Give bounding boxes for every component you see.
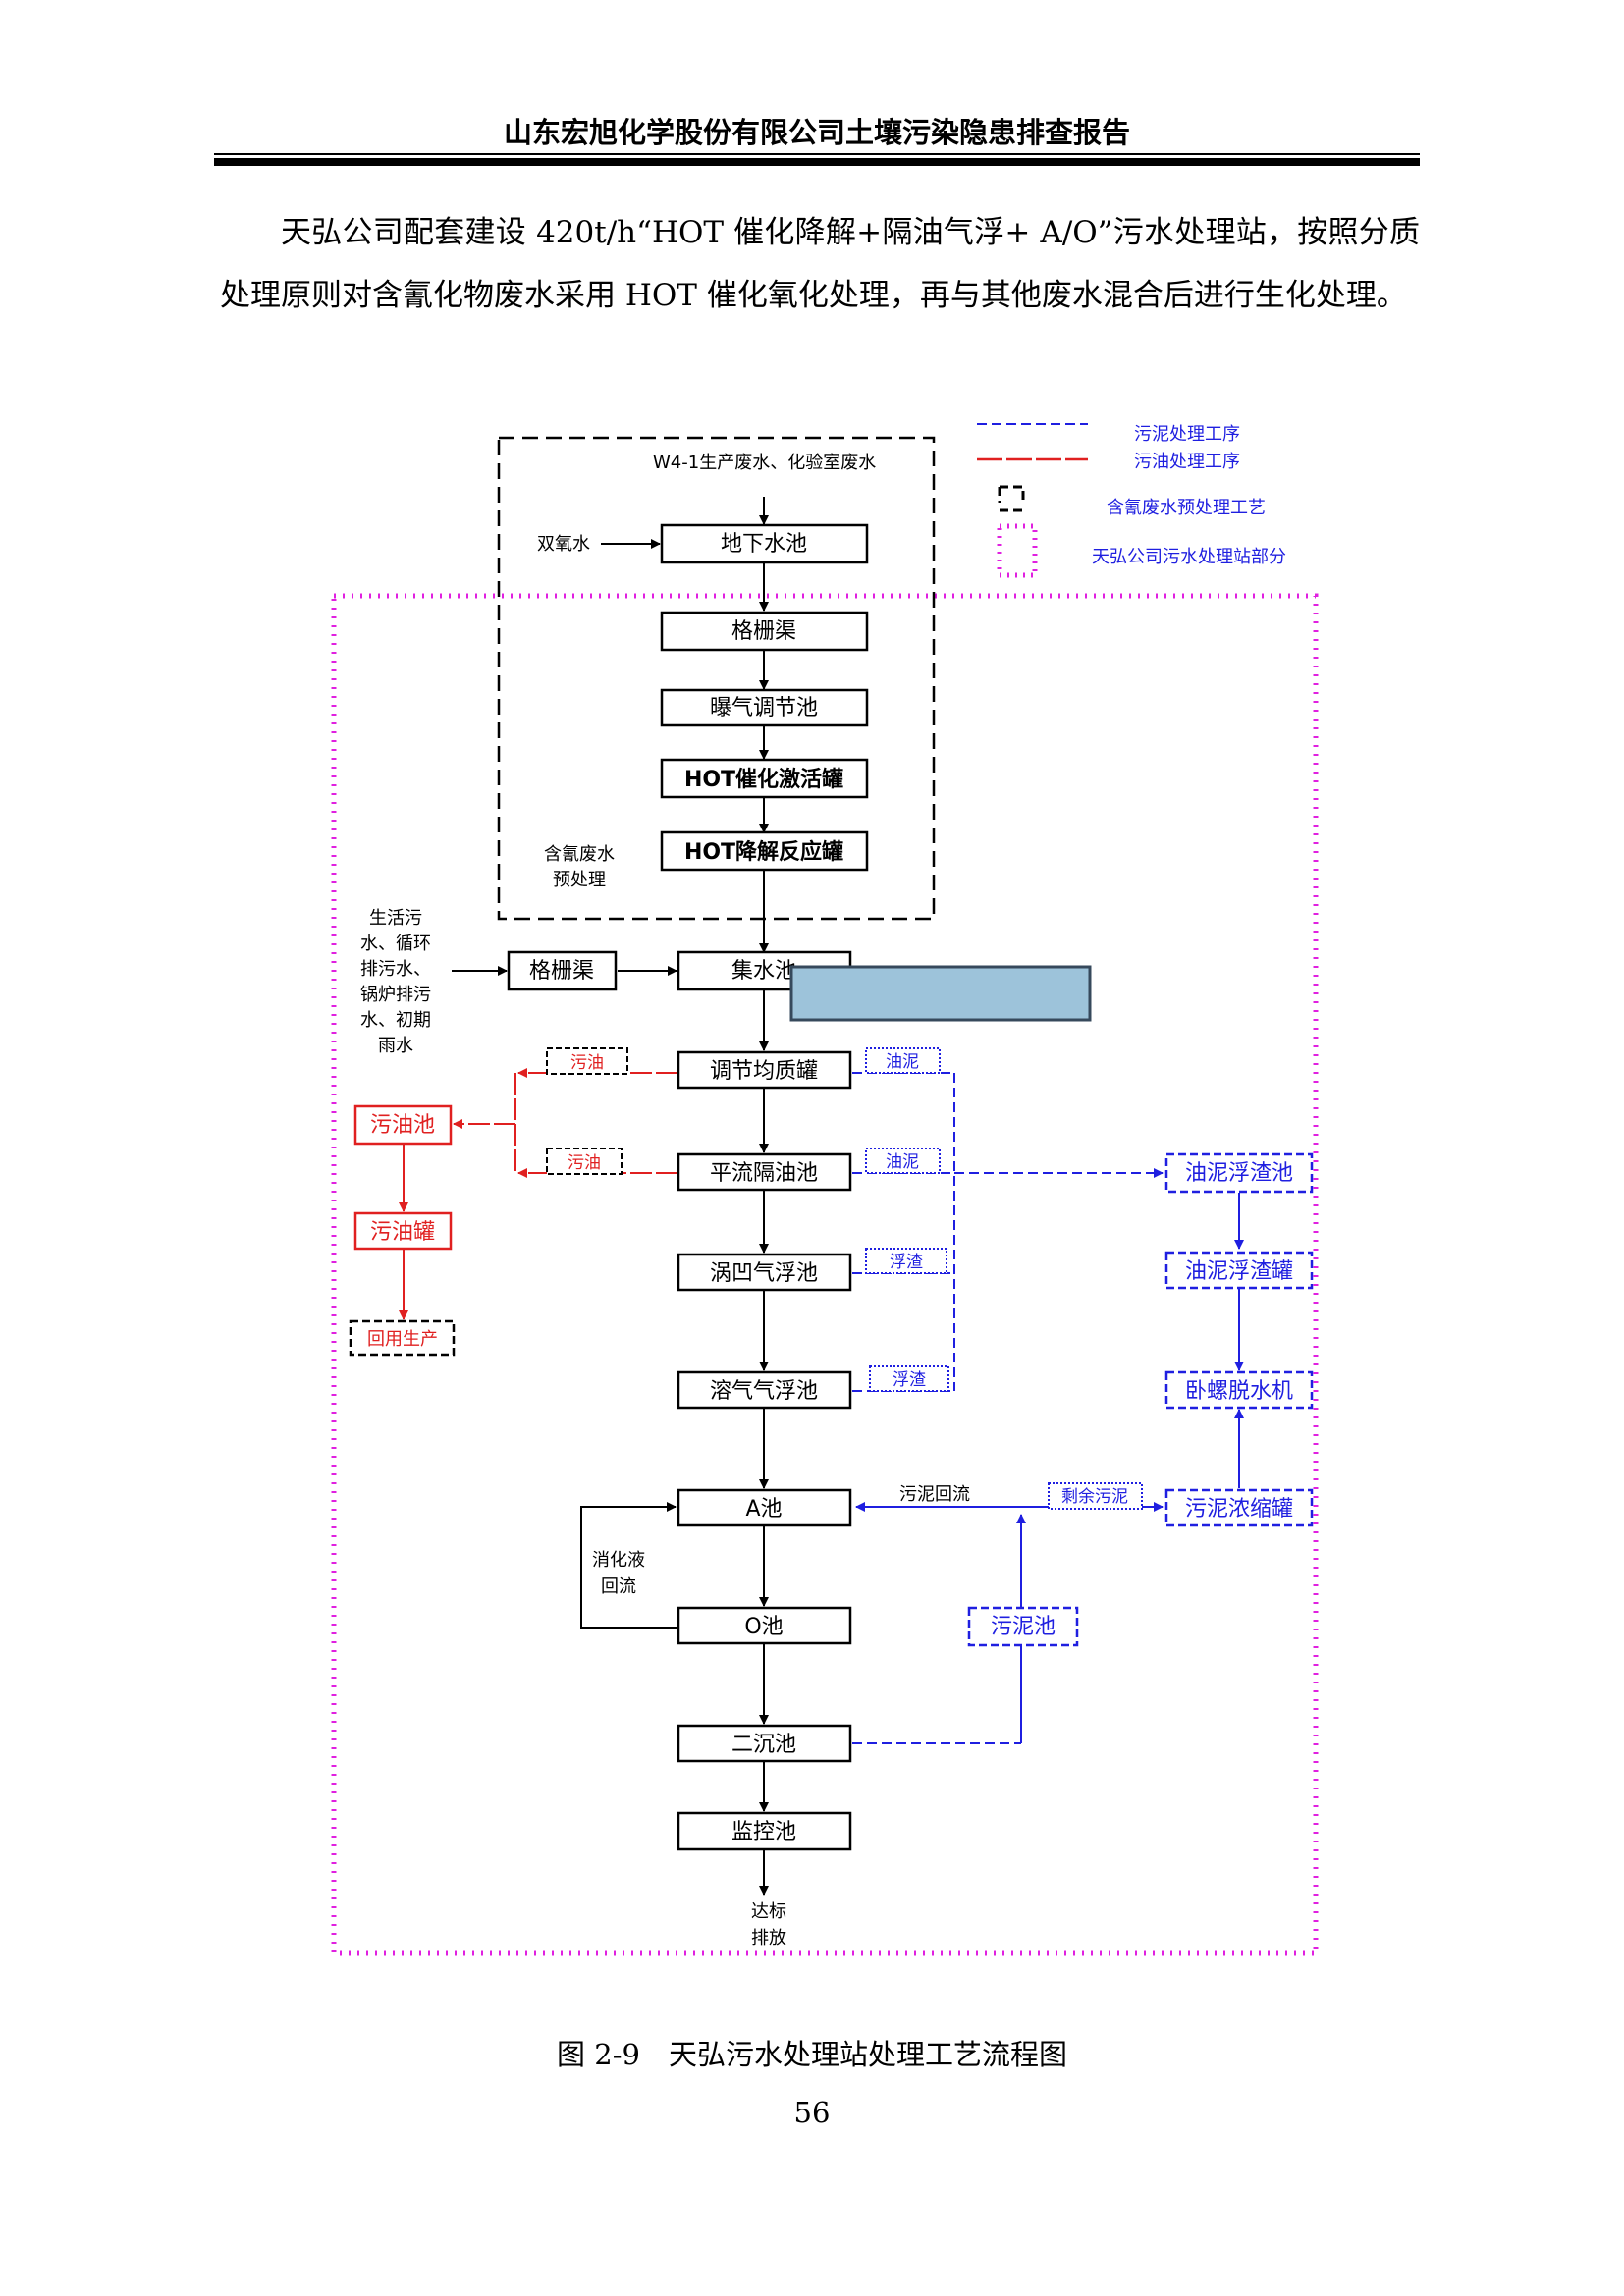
label-sludge-thickener: 污泥浓缩罐 — [1185, 1497, 1293, 1522]
label-scum-2: 浮渣 — [893, 1370, 926, 1390]
label-scum-1: 浮渣 — [890, 1253, 923, 1272]
overlay-box — [789, 965, 1092, 1022]
box-equalization-tank — [677, 1050, 852, 1090]
label-waste-oil-tank: 污油罐 — [370, 1220, 435, 1245]
label-cyanide-0: 含氰废水 — [544, 844, 615, 865]
label-nitrification-0: 消化液 — [592, 1550, 645, 1571]
page-header: 山东宏旭化学股份有限公司土壤污染隐患排查报告 — [503, 116, 1130, 149]
box-oil-separator — [677, 1152, 852, 1192]
box-waste-oil-pool — [353, 1104, 453, 1146]
box-waste-oil-tank — [353, 1211, 453, 1251]
box-dissolved-flotation — [677, 1370, 852, 1410]
label-reuse: 回用生产 — [367, 1329, 438, 1350]
label-source: W4-1生产废水、化验室废水 — [653, 453, 876, 473]
intro-paragraph: 天弘公司配套建设 420t/h“HOT 催化降解+隔油气浮+ A/O”污水处理站… — [220, 215, 1420, 313]
label-other-water-1: 水、循环 — [360, 934, 431, 954]
sludge-units: 油泥 油泥 浮渣 浮渣 剩余污泥 油泥浮渣池 油泥浮渣罐 卧螺脱水机 污泥浓缩罐… — [865, 1047, 1314, 1647]
box-o-pool — [677, 1606, 852, 1645]
box-scum-2 — [869, 1365, 949, 1392]
label-clarifier: 二沉池 — [731, 1733, 796, 1757]
box-oil-sludge-scum-pool — [1164, 1152, 1314, 1194]
label-oil-sludge-1: 油泥 — [886, 1052, 919, 1072]
box-sludge-pool — [967, 1606, 1079, 1647]
box-oil-sludge-1 — [865, 1047, 941, 1074]
label-dissolved-flotation: 溶气气浮池 — [710, 1379, 818, 1404]
label-cyanide-1: 预处理 — [553, 870, 606, 890]
legend-sludge-label: 污泥处理工序 — [1134, 424, 1240, 445]
box-grid-channel-2 — [507, 950, 618, 991]
header-rule-thick — [214, 158, 1420, 166]
box-oil-sludge-2 — [865, 1148, 941, 1174]
box-hot-reaction — [660, 830, 869, 872]
label-oil-sludge-2: 油泥 — [886, 1152, 919, 1172]
box-clarifier — [677, 1724, 852, 1763]
label-discharge-0: 达标 — [751, 1901, 786, 1922]
legend-station-swatch — [997, 523, 1038, 578]
label-waste-oil-pool: 污油池 — [370, 1113, 435, 1138]
label-other-water-0: 生活污 — [369, 908, 422, 929]
label-hot-activation: HOT催化激活罐 — [684, 767, 843, 792]
figure-caption: 图 2-9 天弘污水处理站处理工艺流程图 — [557, 2038, 1067, 2071]
box-hot-activation — [660, 758, 869, 799]
label-collection-pool: 集水池 — [731, 959, 796, 984]
box-a-pool — [677, 1488, 852, 1527]
main-treatment-units: 格栅渠 集水池 调节均质罐 平流隔油池 涡凹气浮池 溶气气浮池 A池 O池 二沉… — [507, 950, 852, 1851]
label-vortex-flotation: 涡凹气浮池 — [710, 1261, 818, 1286]
box-waste-oil-1 — [546, 1047, 628, 1075]
label-waste-oil-2: 污油 — [568, 1153, 601, 1173]
label-grid-channel: 格栅渠 — [731, 619, 796, 644]
legend: 污泥处理工序 污油处理工序 含氰废水预处理工艺 天弘公司污水处理站部分 — [977, 423, 1286, 578]
box-groundwater-pool — [660, 523, 869, 564]
legend-pretreat-swatch — [998, 485, 1025, 512]
label-other-water-3: 锅炉排污 — [360, 985, 431, 1005]
label-sludge-pool: 污泥池 — [991, 1615, 1056, 1639]
pretreatment-boundary — [497, 436, 936, 921]
label-nitrification-1: 回流 — [601, 1576, 636, 1597]
label-other-water-4: 水、初期 — [360, 1010, 431, 1031]
label-discharge-1: 排放 — [751, 1928, 786, 1949]
box-waste-oil-2 — [546, 1148, 623, 1175]
label-oil-sludge-scum-tank: 油泥浮渣罐 — [1185, 1259, 1293, 1284]
label-hot-reaction: HOT降解反应罐 — [684, 839, 843, 865]
legend-station-label: 天弘公司污水处理站部分 — [1092, 547, 1286, 567]
legend-pretreat-label: 含氰废水预处理工艺 — [1107, 498, 1266, 518]
label-o-pool: O池 — [744, 1615, 783, 1639]
header-rule-thin — [214, 153, 1420, 155]
pretreatment-units: 地下水池 格栅渠 曝气调节池 HOT催化激活罐 HOT降解反应罐 — [660, 523, 869, 872]
box-vortex-flotation — [677, 1253, 852, 1292]
box-aeration-pool — [660, 688, 869, 727]
label-aeration-pool: 曝气调节池 — [710, 696, 818, 721]
label-grid-channel-2: 格栅渠 — [529, 959, 594, 984]
box-scum-1 — [865, 1248, 947, 1274]
flow-annotations: W4-1生产废水、化验室废水 双氧水 含氰废水 预处理 生活污 水、循环 排污水… — [360, 453, 970, 1949]
label-groundwater-pool: 地下水池 — [721, 532, 807, 557]
box-grid-channel — [660, 611, 869, 652]
box-excess-sludge — [1048, 1482, 1143, 1510]
box-monitor-pool — [677, 1811, 852, 1851]
label-decanter: 卧螺脱水机 — [1185, 1379, 1293, 1404]
main-flow-arrows — [452, 497, 769, 1896]
legend-oil-label: 污油处理工序 — [1134, 452, 1240, 472]
label-equalization-tank: 调节均质罐 — [710, 1059, 818, 1084]
box-reuse — [349, 1319, 456, 1357]
box-decanter — [1164, 1370, 1314, 1410]
label-a-pool: A池 — [745, 1497, 782, 1522]
page-number: 56 — [793, 2096, 831, 2129]
label-oil-sludge-scum-pool: 油泥浮渣池 — [1185, 1161, 1293, 1186]
label-oil-separator: 平流隔油池 — [710, 1161, 818, 1186]
label-other-water-2: 排污水、 — [360, 959, 431, 980]
box-sludge-thickener — [1164, 1488, 1314, 1527]
label-excess-sludge: 剩余污泥 — [1061, 1487, 1128, 1507]
label-monitor-pool: 监控池 — [731, 1820, 796, 1844]
label-sludge-return: 污泥回流 — [899, 1484, 970, 1505]
label-other-water-5: 雨水 — [378, 1036, 413, 1056]
oil-units: 污油池 污油罐 回用生产 污油 污油 — [349, 1047, 628, 1357]
label-h2o2: 双氧水 — [537, 534, 590, 555]
box-oil-sludge-scum-tank — [1164, 1251, 1314, 1290]
label-waste-oil-1: 污油 — [570, 1053, 604, 1073]
